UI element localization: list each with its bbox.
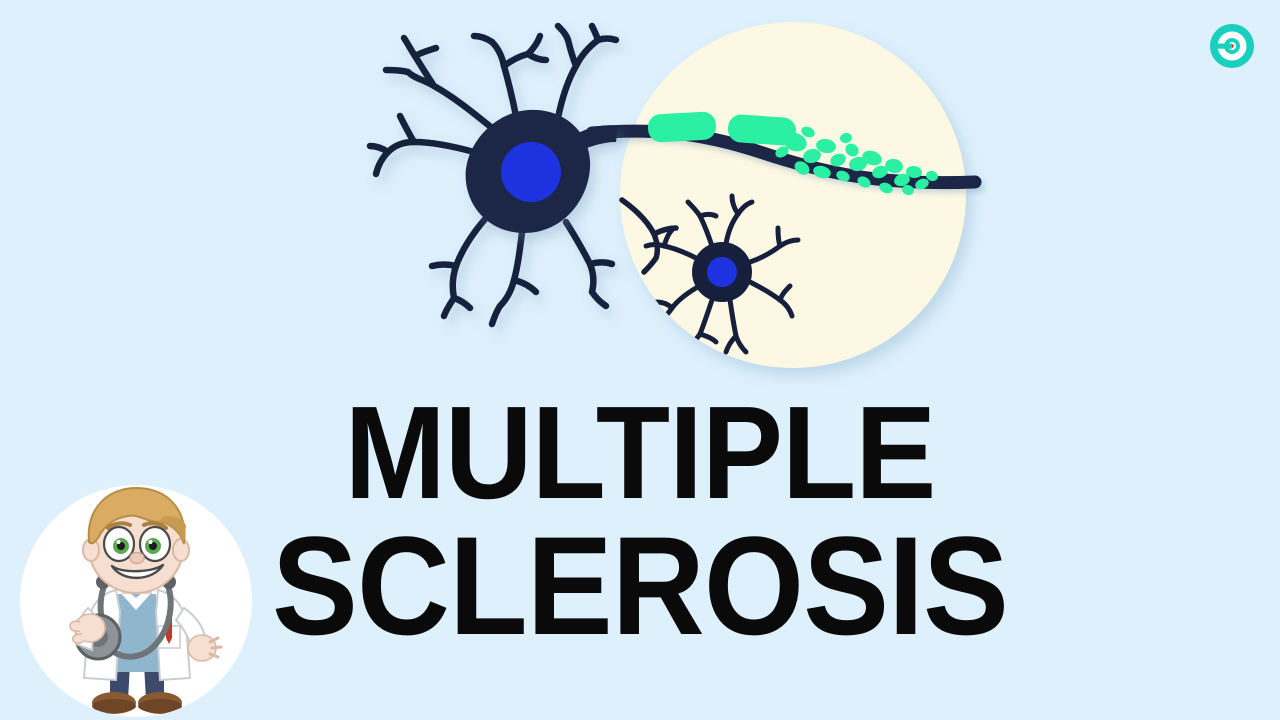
- microglia-processes: [643, 193, 801, 355]
- avatar-smile: [110, 563, 165, 579]
- avatar-left-arm: [69, 606, 106, 652]
- stray-dendrite: [619, 197, 679, 275]
- avatar-eyes: [102, 525, 172, 563]
- myelin-segment-intact-2: [727, 114, 797, 146]
- primary-neuron-nucleus: [501, 142, 561, 202]
- microglia-nucleus: [707, 257, 737, 287]
- myelin-fragments: [775, 126, 938, 196]
- avatar-ear-right: [172, 538, 190, 562]
- avatar-hair: [87, 486, 186, 545]
- cartoon-doctor-avatar: [20, 485, 252, 717]
- axon-group: [585, 111, 982, 196]
- avatar-nose: [129, 551, 145, 565]
- neuron-illustration: [366, 22, 982, 368]
- avatar-right-arm: [174, 606, 223, 662]
- myelin-segment-intact-1: [647, 111, 717, 143]
- title-line-2: SCLEROSIS: [271, 506, 1009, 664]
- avatar-shoes: [92, 692, 182, 714]
- page-title: MULTIPLE SCLEROSIS: [0, 379, 1280, 664]
- brand-logo-icon[interactable]: [1209, 23, 1255, 69]
- avatar-eyebrows: [106, 521, 168, 530]
- dendrite-group: [366, 22, 620, 328]
- title-line-1: MULTIPLE: [344, 379, 937, 526]
